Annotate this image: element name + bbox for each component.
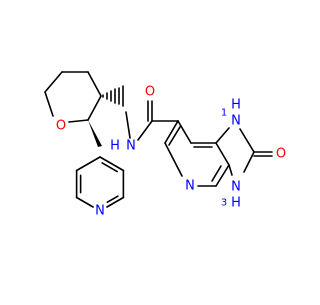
imidazole-n1-label: N (231, 114, 241, 129)
ring-oxygen-label: O (56, 119, 66, 134)
imidazole-n3-label: N (231, 180, 241, 195)
bond-c3-n (125, 111, 131, 139)
bicyclic-pyridine-nitrogen-label: N (185, 179, 195, 194)
pyridine-nitrogen-label: N (95, 204, 105, 219)
bond-c3p-c4p (75, 156, 101, 172)
imidazole-h1-number: 1 (221, 108, 227, 119)
bond-c7a-c3a (215, 142, 230, 166)
carbonyl-oxygen-label: O (145, 85, 155, 100)
bond-n-c5 (164, 142, 183, 177)
bond-c2-o (68, 119, 89, 123)
bond-c4p-c5p-inner (101, 162, 118, 173)
amide-hydrogen-label: H (110, 139, 120, 154)
molecule-structure-diagram: O N H O N N H 1 N H (44, 71, 286, 219)
bond-c3a-c4-inner (211, 165, 222, 182)
bond-c5-c6-inner (168, 126, 181, 146)
bond-n-c2p (75, 196, 94, 208)
bond-c6-c7 (177, 120, 192, 144)
bond-c4-c3 (87, 71, 102, 97)
bond-n3-c3a (228, 164, 233, 176)
wedge-bond-c2-pyridyl (88, 120, 102, 147)
bond-o-c6 (44, 91, 54, 117)
bond-c6p-n (106, 196, 125, 208)
imidazole-h3-number: 3 (221, 198, 227, 209)
bond-c6-c5 (44, 71, 63, 93)
imidazole-h1-label: H (231, 98, 241, 113)
urea-oxygen-label: O (276, 147, 286, 162)
pyridine-ring-fused (164, 120, 230, 187)
bond-c7a-n1 (215, 127, 230, 144)
bond-n1-c2 (239, 128, 255, 153)
bond-c2-n3 (243, 151, 255, 173)
bond-n-carbonyl (137, 120, 153, 141)
amide-nitrogen-label: N (126, 139, 136, 154)
bond-c6p-n-inner (106, 195, 119, 204)
bond-c3-c2 (87, 95, 102, 121)
bond-c4p-c5p (99, 156, 125, 172)
tetrahydropyran-ring (44, 71, 102, 123)
bond-c3a-c4 (215, 164, 230, 187)
imidazole-h3-label: H (231, 196, 241, 211)
imidazolone-ring (215, 127, 273, 176)
bond-c5-c6 (164, 120, 179, 144)
molecule-svg: O N H O N N H 1 N H (44, 71, 286, 219)
stereo-bonds (88, 85, 124, 147)
pyridyl-substituent: N (75, 156, 125, 219)
